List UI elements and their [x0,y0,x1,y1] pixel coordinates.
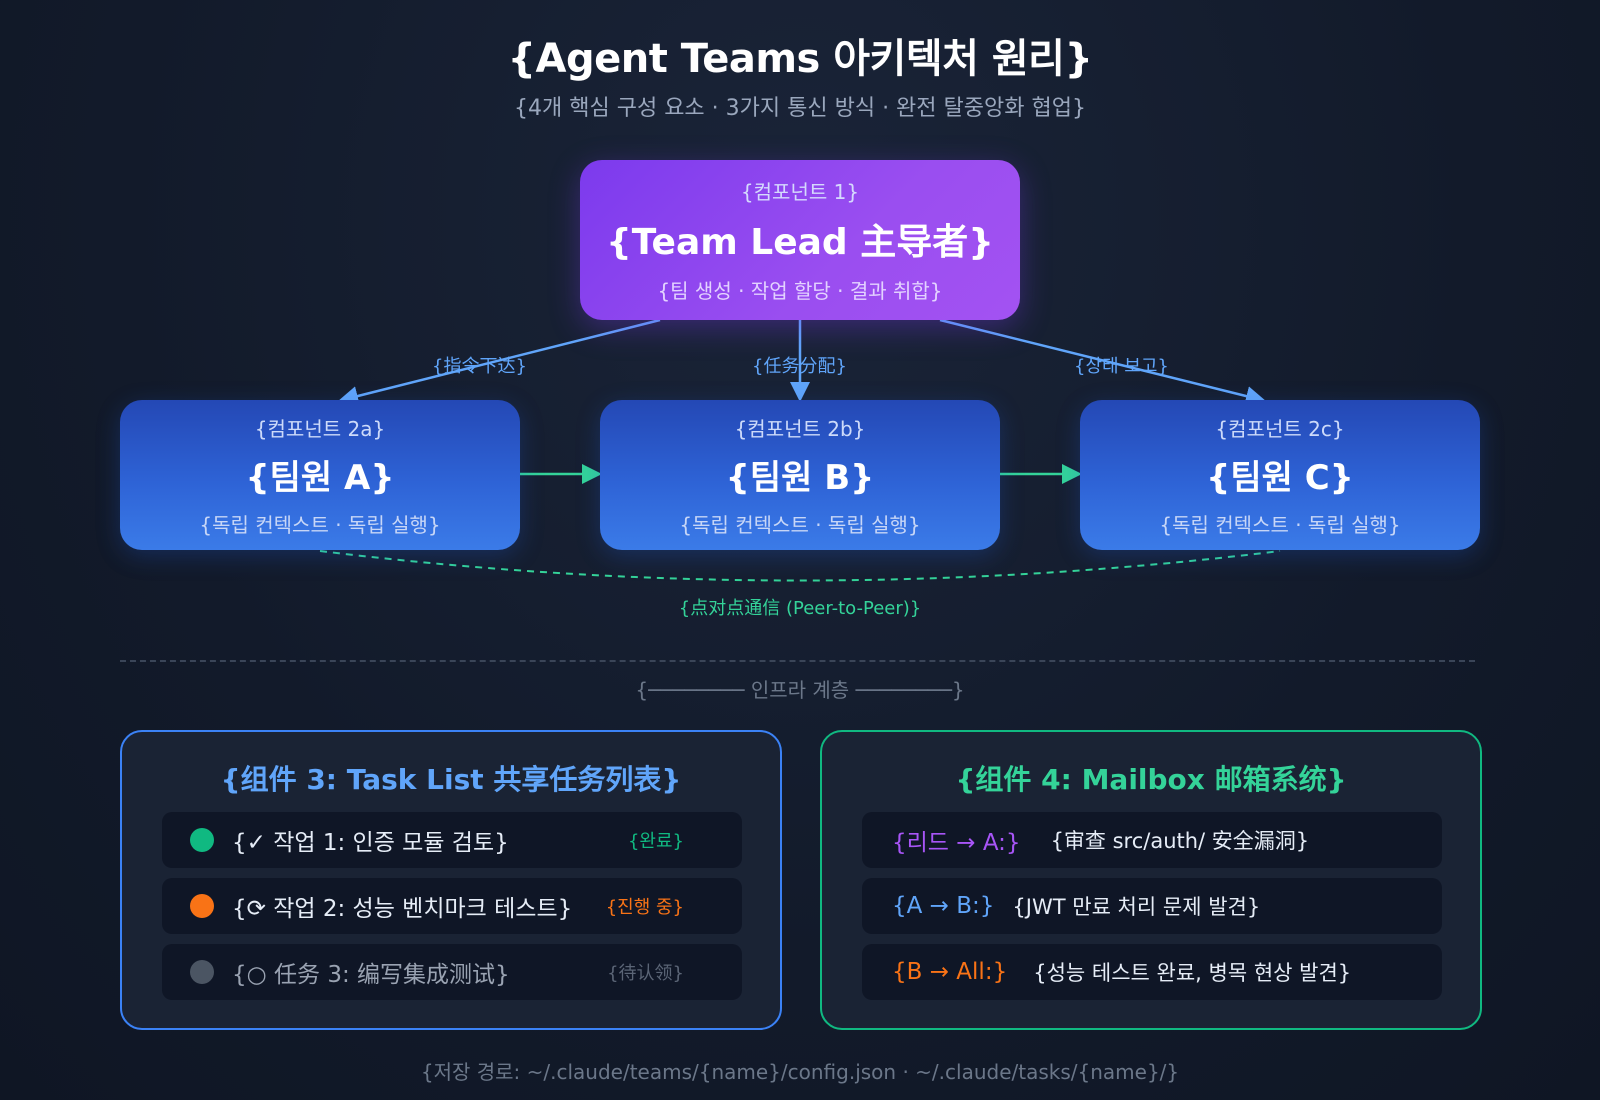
task-row: {✓ 작업 1: 인증 모듈 검토} {완료} [162,812,742,868]
task-row: {⟳ 작업 2: 성능 벤치마크 테스트} {진행 중} [162,878,742,934]
status-dot [190,828,214,852]
edge-lead-to-a [338,318,661,406]
task-status: {완료} [627,831,684,852]
infra-divider [120,660,1475,662]
mail-from: {A → B:} [892,893,995,919]
member-a-box: {컴포넌트 2a} {팀원 A} {독립 컨텍스트 · 독립 실행} [120,400,520,550]
mail-message: {성능 테스트 완료, 병목 현상 발견} [1033,961,1352,985]
task-list-title: {组件 3: Task List 共享任务列表} [220,763,682,796]
mailbox-title: {组件 4: Mailbox 邮箱系统} [955,763,1347,796]
mail-row: {리드 → A:} {审查 src/auth/ 安全漏洞} [862,812,1442,868]
mail-message: {JWT 만료 처리 문제 발견} [1012,895,1261,919]
edge-label-task-assign: {任务分配} [752,356,847,377]
p2p-label: {点对点通信 (Peer-to-Peer)} [678,598,922,619]
mail-from: {B → All:} [892,959,1008,985]
status-dot [190,894,214,918]
infra-label: {──────── 인프라 계층 ────────} [635,678,965,702]
edge-lead-to-c [939,318,1266,406]
storage-path-footer: {저장 경로: ~/.claude/teams/{name}/config.js… [420,1060,1180,1084]
lead-name: {Team Lead 主导者} [606,222,994,263]
mail-message: {审查 src/auth/ 安全漏洞} [1050,829,1310,853]
member-desc: {독립 컨텍스트 · 독립 실행} [1159,512,1401,537]
status-dot [190,960,214,984]
mail-row: {A → B:} {JWT 만료 처리 문제 발견} [862,878,1442,934]
member-desc: {독립 컨텍스트 · 독립 실행} [199,512,441,537]
edge-label-status-report: {상태 보고} [1074,356,1169,377]
diagram-subtitle: {4개 핵심 구성 요소 · 3가지 통신 방식 · 완전 탈중앙화 협업} [514,96,1086,121]
member-name: {팀원 A} [245,457,395,498]
task-text: {○ 任务 3: 编写集成测试} [232,962,510,988]
mail-row: {B → All:} {성능 테스트 완료, 병목 현상 발견} [862,944,1442,1000]
member-desc: {독립 컨텍스트 · 독립 실행} [679,512,921,537]
task-list-panel: {组件 3: Task List 共享任务列表} {✓ 작업 1: 인증 모듈 … [120,730,782,1030]
lead-desc: {팀 생성 · 작업 할당 · 결과 취합} [657,279,943,303]
member-b-box: {컴포넌트 2b} {팀원 B} {독립 컨텍스트 · 독립 실행} [600,400,1000,550]
task-status: {待认领} [607,963,684,984]
p2p-dashed-curve [319,550,1281,582]
team-lead-box: {컴포넌트 1} {Team Lead 主导者} {팀 생성 · 작업 할당 ·… [580,160,1020,320]
diagram-title: {Agent Teams 아키텍처 원리} [507,36,1093,82]
lead-tag: {컴포넌트 1} [740,180,860,204]
mail-from: {리드 → A:} [892,830,1021,856]
edge-label-directive: {指令下达} [432,356,527,377]
member-name: {팀원 C} [1206,457,1354,498]
task-row: {○ 任务 3: 编写集成测试} {待认领} [162,944,742,1000]
task-status: {진행 중} [605,897,684,918]
task-text: {⟳ 작업 2: 성능 벤치마크 테스트} [232,896,573,922]
member-c-box: {컴포넌트 2c} {팀원 C} {독립 컨텍스트 · 독립 실행} [1080,400,1480,550]
member-name: {팀원 B} [725,457,875,498]
mailbox-panel: {组件 4: Mailbox 邮箱系统} {리드 → A:} {审查 src/a… [820,730,1482,1030]
task-text: {✓ 작업 1: 인증 모듈 검토} [232,830,509,856]
member-tag: {컴포넌트 2b} [734,416,866,441]
member-tag: {컴포넌트 2c} [1215,416,1345,441]
member-tag: {컴포넌트 2a} [254,416,386,441]
